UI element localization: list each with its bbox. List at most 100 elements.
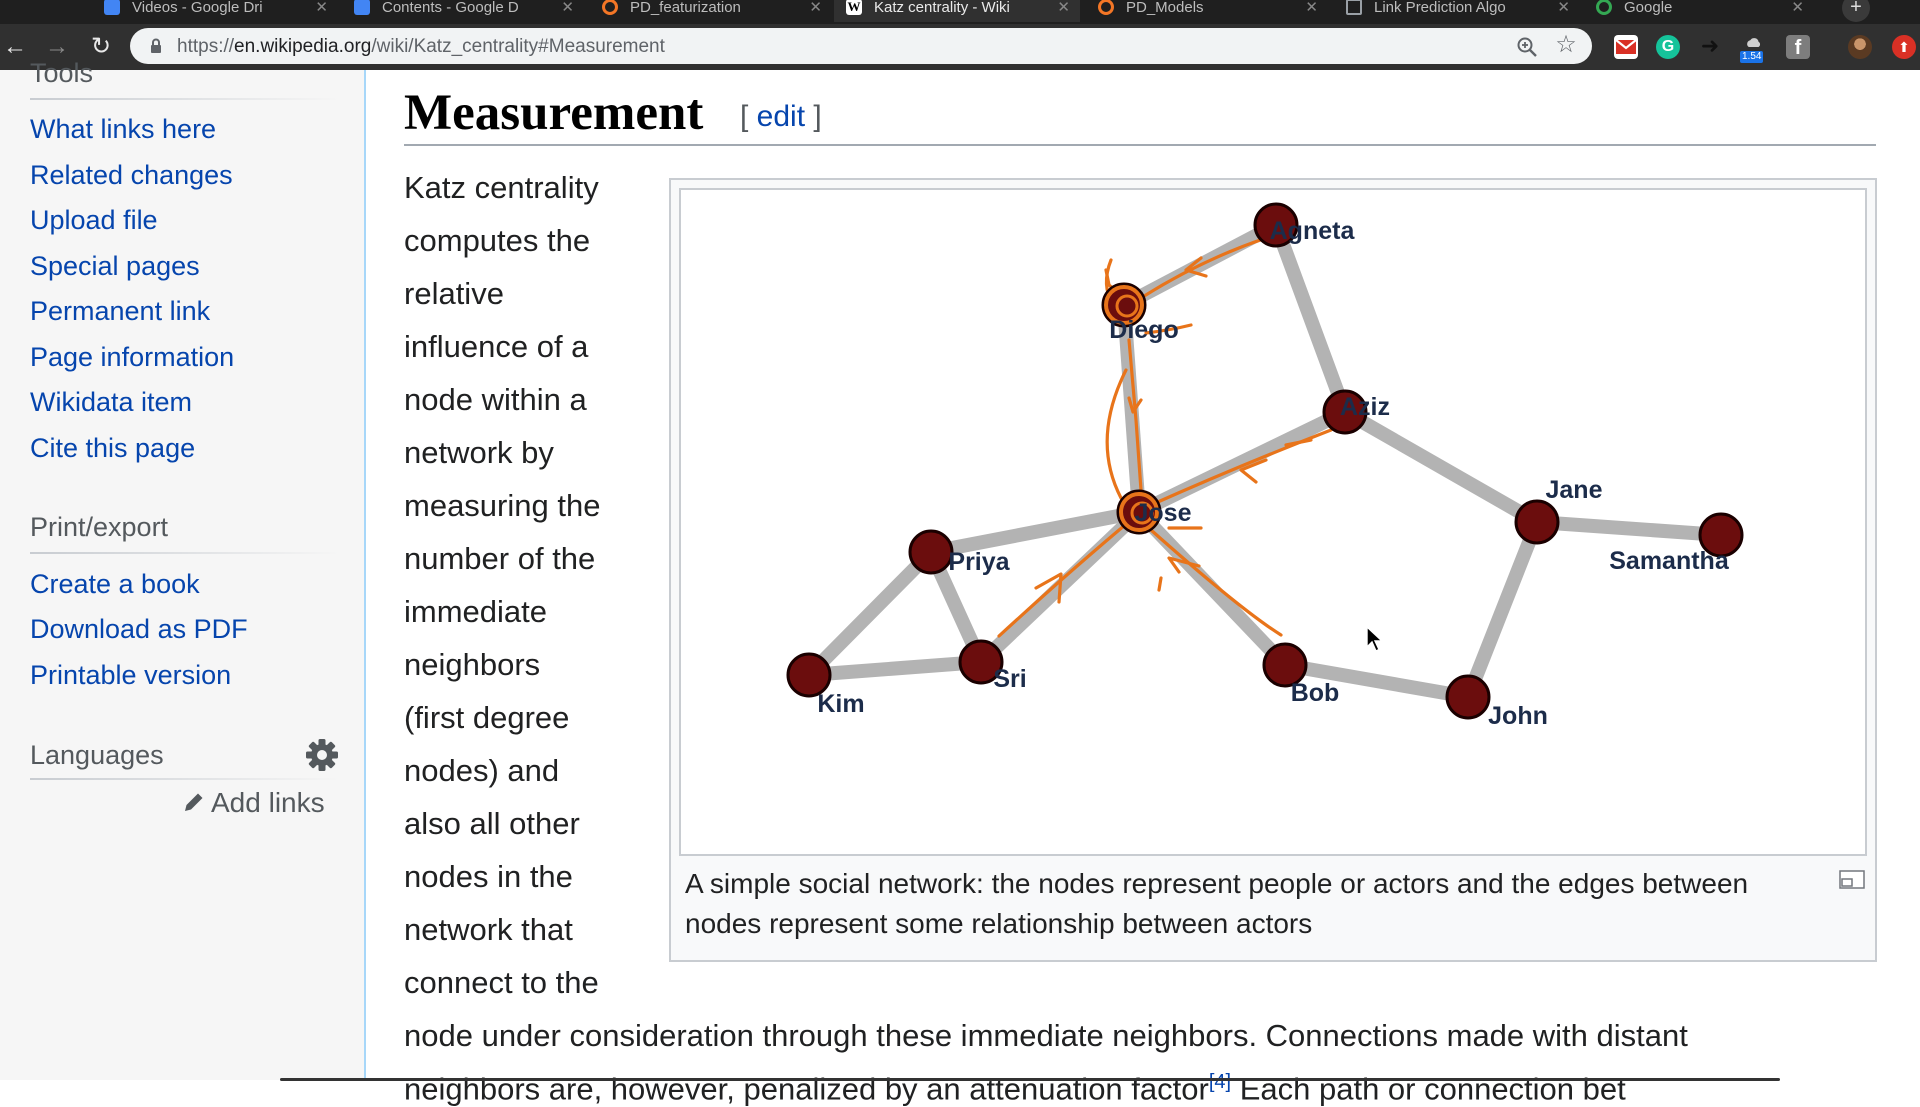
wikipedia-page: Tools What links here Related changes Up… bbox=[0, 58, 1920, 1106]
annotation-stroke bbox=[1284, 438, 1313, 447]
paragraph-line: nodes) and bbox=[404, 753, 560, 788]
graph-edge bbox=[1278, 658, 1475, 704]
gear-icon[interactable] bbox=[304, 737, 340, 773]
graph-node bbox=[1698, 512, 1744, 558]
add-links-link[interactable]: Add links bbox=[211, 787, 325, 818]
sidebar-link-wikidata-item[interactable]: Wikidata item bbox=[30, 387, 193, 417]
paragraph-line: computes the bbox=[404, 223, 591, 258]
sidebar-link-permanent-link[interactable]: Permanent link bbox=[30, 296, 211, 326]
graph-node bbox=[1322, 389, 1368, 435]
graph-node-label: Bob bbox=[1291, 679, 1340, 707]
social-network-graph: AgnetaDiegoAzizJoseJaneSamanthaPriyaKimS… bbox=[786, 202, 1744, 730]
browser-tab[interactable]: PD_Models ✕ bbox=[1086, 0, 1328, 22]
mouse-cursor-icon bbox=[1366, 625, 1384, 652]
graph-node-label: Agneta bbox=[1270, 217, 1356, 245]
update-alert-icon[interactable]: ⬆ bbox=[1892, 35, 1916, 59]
browser-tab-active[interactable]: W Katz centrality - Wiki ✕ bbox=[834, 0, 1080, 22]
graph-node-label: Sri bbox=[993, 665, 1026, 693]
tab-close-icon[interactable]: ✕ bbox=[1057, 0, 1070, 16]
paragraph-line: influence of a bbox=[404, 329, 589, 364]
sidebar-link-create-a-book[interactable]: Create a book bbox=[30, 569, 200, 599]
tab-title: Katz centrality - Wiki bbox=[874, 0, 1010, 16]
graph-node bbox=[1101, 282, 1147, 328]
profile-avatar-icon[interactable] bbox=[1848, 35, 1872, 59]
bookmark-star-icon[interactable]: ☆ bbox=[1555, 31, 1577, 58]
tools-heading: Tools bbox=[30, 58, 94, 88]
document-favicon-icon bbox=[1346, 0, 1362, 15]
graph-node bbox=[908, 529, 954, 575]
sidebar-link-page-information[interactable]: Page information bbox=[30, 342, 235, 372]
tab-close-icon[interactable]: ✕ bbox=[809, 0, 822, 16]
graph-edge bbox=[802, 545, 938, 682]
url-path: /wiki/Katz_centrality#Measurement bbox=[371, 36, 665, 57]
graph-node bbox=[1514, 499, 1560, 545]
graph-edge bbox=[924, 505, 1146, 559]
tab-close-icon[interactable]: ✕ bbox=[1305, 0, 1318, 16]
forward-button[interactable]: → bbox=[45, 33, 69, 60]
browser-tab[interactable]: Videos - Google Dri ✕ bbox=[92, 0, 338, 22]
sidebar-link-related-changes[interactable]: Related changes bbox=[30, 160, 233, 190]
reference-link[interactable]: [4] bbox=[1208, 1071, 1232, 1093]
annotation-stroke bbox=[997, 518, 1133, 638]
horizontal-scrollbar[interactable] bbox=[280, 1078, 1780, 1081]
jupyter-favicon-icon bbox=[602, 0, 618, 15]
graph-edge bbox=[802, 655, 988, 682]
sidebar-link-what-links-here[interactable]: What links here bbox=[30, 114, 217, 144]
magnify-icon[interactable] bbox=[1839, 870, 1865, 890]
facebook-extension-icon[interactable]: f bbox=[1786, 35, 1810, 59]
zoom-icon[interactable] bbox=[1516, 36, 1538, 58]
gmail-extension-icon[interactable] bbox=[1614, 35, 1638, 59]
graph-edge bbox=[1132, 505, 1292, 672]
tab-close-icon[interactable]: ✕ bbox=[315, 0, 328, 16]
lock-icon bbox=[151, 38, 161, 53]
pencil-icon bbox=[185, 793, 203, 811]
tab-close-icon[interactable]: ✕ bbox=[561, 0, 574, 16]
arrow-extension-icon[interactable]: ➜ bbox=[1700, 33, 1720, 58]
browser-tab[interactable]: Contents - Google D ✕ bbox=[342, 0, 584, 22]
google-favicon-icon bbox=[1596, 0, 1612, 15]
tab-close-icon[interactable]: ✕ bbox=[1791, 0, 1804, 16]
browser-tab[interactable]: Link Prediction Algo ✕ bbox=[1334, 0, 1580, 22]
divider bbox=[30, 552, 340, 554]
browser-tab[interactable]: PD_featurization ✕ bbox=[590, 0, 832, 22]
tab-title: Link Prediction Algo bbox=[1374, 0, 1506, 16]
back-button[interactable]: ← bbox=[3, 33, 27, 60]
graph-node-label: Jane bbox=[1546, 476, 1603, 504]
grammarly-extension-icon[interactable]: G bbox=[1656, 35, 1680, 59]
annotation-stroke bbox=[1157, 576, 1163, 592]
paragraph-line: connect to the bbox=[404, 965, 599, 1000]
url-host: en.wikipedia.org bbox=[234, 36, 372, 57]
extension-badge: 1.54 bbox=[1740, 51, 1764, 63]
tab-close-icon[interactable]: ✕ bbox=[1557, 0, 1570, 16]
google-docs-favicon-icon bbox=[354, 0, 370, 15]
annotation-stroke bbox=[1167, 556, 1201, 574]
annotation-stroke bbox=[1144, 323, 1193, 335]
new-tab-button[interactable]: + bbox=[1842, 0, 1870, 22]
address-bar[interactable]: https://en.wikipedia.org/wiki/Katz_centr… bbox=[130, 28, 1592, 64]
graph-node-label: Kim bbox=[817, 690, 864, 718]
sidebar-link-download-as-pdf[interactable]: Download as PDF bbox=[30, 614, 248, 644]
paragraph-line: Katz centrality bbox=[404, 170, 599, 205]
paragraph-line: relative bbox=[404, 276, 504, 311]
graph-edge bbox=[1461, 515, 1544, 704]
graph-node bbox=[958, 639, 1004, 685]
edit-section-link[interactable]: edit bbox=[756, 100, 806, 133]
sidebar-link-cite-this-page[interactable]: Cite this page bbox=[30, 433, 196, 463]
cloud-extension-icon[interactable]: 1.54 bbox=[1740, 35, 1766, 63]
sidebar-link-special-pages[interactable]: Special pages bbox=[30, 251, 200, 281]
node-annotation bbox=[1130, 501, 1154, 525]
bracket-close: ] bbox=[805, 100, 822, 133]
browser-tab[interactable]: Google ✕ bbox=[1584, 0, 1814, 22]
reload-button[interactable]: ↻ bbox=[90, 33, 112, 60]
url-text[interactable]: https://en.wikipedia.org/wiki/Katz_centr… bbox=[177, 28, 665, 64]
graph-node-label: Jose bbox=[1135, 499, 1192, 527]
annotation-stroke bbox=[1149, 528, 1283, 637]
annotation-stroke bbox=[1105, 368, 1128, 500]
sidebar-link-upload-file[interactable]: Upload file bbox=[30, 205, 158, 235]
node-annotation bbox=[1119, 492, 1159, 532]
graph-edge bbox=[1269, 218, 1352, 419]
paragraph-line: also all other bbox=[404, 806, 580, 841]
print-export-heading[interactable]: Print/export bbox=[30, 512, 169, 542]
sidebar-link-printable-version[interactable]: Printable version bbox=[30, 660, 232, 690]
